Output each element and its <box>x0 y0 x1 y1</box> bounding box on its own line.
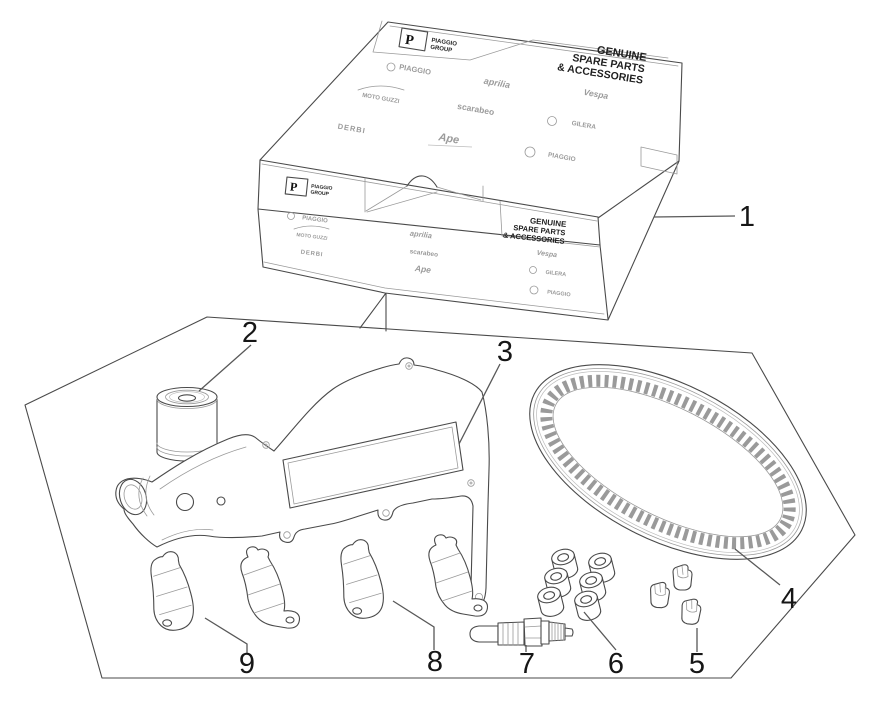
logo-monogram: P <box>404 33 415 49</box>
retainer-clips <box>649 564 703 626</box>
brand-vespa-top: Vespa <box>583 87 609 101</box>
svg-text:GROUP: GROUP <box>310 190 330 198</box>
callout-number-2[interactable]: 2 <box>242 317 258 349</box>
piaggio-group-logo-top: P PIAGGIO GROUP <box>398 27 458 54</box>
brake-pad-set-front <box>337 534 489 620</box>
callout-2: 2 <box>198 317 258 392</box>
moto-guzzi-eagle-top <box>357 85 405 91</box>
brand-ape-top: Ape <box>437 131 461 147</box>
air-filter <box>115 357 490 606</box>
brand-aprilia-top: aprilia <box>483 76 511 90</box>
brand-piaggio2-top: PIAGGIO <box>547 152 576 164</box>
brand-moto-guzzi-front: MOTO GUZZI <box>296 232 328 242</box>
brand-logos-front: PIAGGIO MOTO GUZZI DERBI aprilia scarabe… <box>287 212 572 299</box>
box-to-panel-connector <box>359 292 387 332</box>
intake-snout <box>118 478 148 516</box>
spare-parts-box: P PIAGGIO GROUP GENUINE SPARE PARTS & AC… <box>257 20 683 321</box>
callout-8: 8 <box>392 600 443 678</box>
svg-text:GROUP: GROUP <box>430 45 453 54</box>
callout-9: 9 <box>204 617 255 680</box>
callout-4: 4 <box>734 548 797 615</box>
callout-number-4[interactable]: 4 <box>781 583 797 615</box>
leader-6 <box>583 611 617 651</box>
callout-number-8[interactable]: 8 <box>427 646 443 678</box>
brand-scarabeo-front: scarabeo <box>409 248 438 258</box>
leader-2 <box>198 344 252 392</box>
belt-teeth <box>540 374 796 550</box>
svg-text:GENUINE: GENUINE <box>530 216 568 229</box>
thumb-notch <box>406 175 438 188</box>
callout-number-6[interactable]: 6 <box>608 648 624 680</box>
svg-text:PIAGGIO: PIAGGIO <box>311 184 333 192</box>
leader-4 <box>734 548 781 586</box>
filter-grille <box>282 421 464 509</box>
brake-pad-set-rear <box>147 546 301 632</box>
callout-number-9[interactable]: 9 <box>239 648 255 680</box>
callout-number-1[interactable]: 1 <box>739 201 755 233</box>
callout-6: 6 <box>583 611 624 680</box>
leader-9 <box>204 617 248 653</box>
callout-number-7[interactable]: 7 <box>519 648 535 680</box>
brand-vespa-front: Vespa <box>536 250 557 259</box>
callout-3: 3 <box>458 336 513 445</box>
callout-number-5[interactable]: 5 <box>689 648 705 680</box>
svg-text:P: P <box>289 179 298 194</box>
callout-5: 5 <box>689 628 705 680</box>
spark-plug <box>469 617 574 647</box>
callout-7: 7 <box>519 645 535 680</box>
svg-text:PIAGGIO: PIAGGIO <box>431 38 458 48</box>
variator-rollers <box>535 546 617 624</box>
brand-ape-front: Ape <box>413 263 431 275</box>
leader-3 <box>458 363 501 445</box>
piaggio-group-logo-front: P PIAGGIO GROUP <box>284 176 333 198</box>
lid-side-notch <box>640 146 678 175</box>
callout-1: 1 <box>653 201 755 233</box>
drive-belt <box>529 364 807 560</box>
callout-number-3[interactable]: 3 <box>497 336 513 368</box>
brand-gilera-top: GILERA <box>571 120 597 131</box>
brand-derbi-front: DERBI <box>300 250 323 259</box>
moto-guzzi-eagle-front <box>293 225 330 230</box>
brand-gilera-front: GILERA <box>545 270 566 278</box>
leader-8 <box>392 600 435 650</box>
brand-piaggio-front: PIAGGIO <box>302 215 329 224</box>
brand-piaggio2-front: PIAGGIO <box>547 290 572 299</box>
leader-1 <box>653 215 736 218</box>
parts-panel-outline <box>24 292 856 679</box>
brand-aprilia-front: aprilia <box>409 229 432 241</box>
